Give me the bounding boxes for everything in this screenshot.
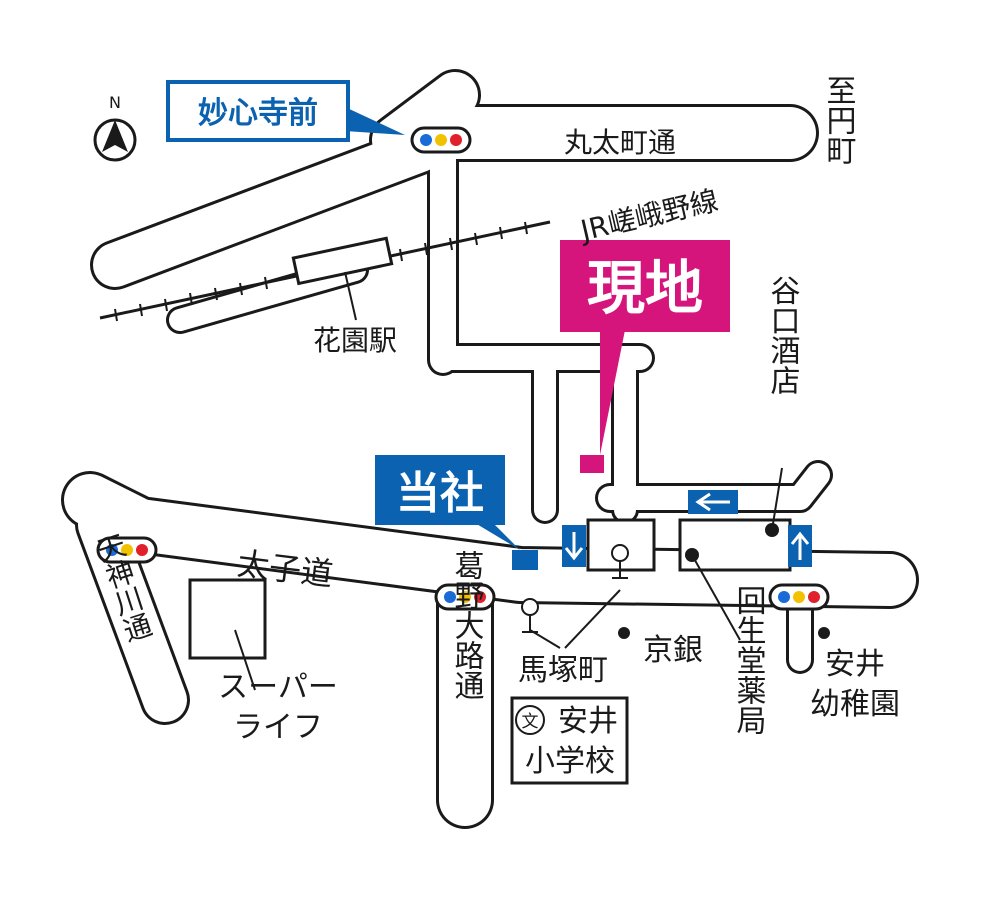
school-icon — [515, 705, 545, 735]
jr-sagano-line-label: JR嵯峨野線 — [576, 184, 722, 248]
bus-stop-icon — [611, 544, 629, 579]
kaiseido-pharmacy-label: 回生堂薬局 — [731, 585, 767, 735]
genchi-label: 現地 — [587, 254, 703, 322]
taniguchi-saketen-label: 谷口酒店 — [765, 275, 801, 395]
left-arrow-icon — [688, 490, 738, 514]
school-symbol: 文 — [522, 712, 539, 732]
kyogin-marker-icon — [618, 627, 630, 639]
kyogin-label: 京銀 — [643, 633, 703, 668]
callout-genchi: 現地 — [560, 240, 730, 473]
poi-markers: 文 — [515, 467, 830, 735]
up-arrow-icon — [788, 525, 812, 567]
roads-fill — [64, 72, 916, 826]
yasui-school-label-line2: 小学校 — [525, 744, 615, 779]
supermarket-label-line1: スーパー — [218, 670, 338, 705]
tousha-label: 当社 — [396, 468, 484, 519]
mazukacho-label: 馬塚町 — [518, 653, 608, 688]
callout-myoshinjimae: 妙心寺前 — [166, 80, 405, 142]
yasui-school-label-line1: 安井 — [558, 704, 618, 739]
bus-stop-icon — [521, 598, 539, 633]
myoshinjimae-label: 妙心寺前 — [198, 96, 318, 131]
marutamachi-dori-label: 丸太町通 — [564, 126, 676, 159]
yasui-kindergarten-label-line1: 安井 — [825, 647, 885, 682]
north-compass: N — [93, 93, 137, 162]
buildings — [188, 518, 792, 785]
one-way-signs — [562, 490, 812, 567]
hanazono-station-label: 花園駅 — [313, 324, 397, 357]
shiencho-label: 至円町 — [821, 75, 856, 165]
jr-railway-line — [99, 220, 551, 322]
traffic-signal-icon — [410, 126, 472, 154]
callout-tousha: 当社 — [375, 455, 538, 570]
company-marker — [512, 550, 538, 570]
traffic-signal-icon — [96, 536, 158, 564]
down-arrow-icon — [562, 525, 586, 567]
yasui-kindergarten-label-line2: 幼稚園 — [810, 687, 900, 722]
supermarket-life-building — [188, 578, 267, 660]
north-arrow-icon — [102, 120, 128, 152]
kadonooji-dori-label: 葛野大路通 — [449, 550, 485, 700]
site-marker — [580, 455, 604, 473]
kindergarten-marker-icon — [818, 627, 830, 639]
traffic-signal-icon — [768, 583, 830, 611]
north-label: N — [109, 93, 121, 112]
supermarket-label-line2: ライフ — [233, 710, 323, 745]
traffic-signal-icon — [434, 583, 496, 611]
traffic-signals — [96, 126, 830, 611]
